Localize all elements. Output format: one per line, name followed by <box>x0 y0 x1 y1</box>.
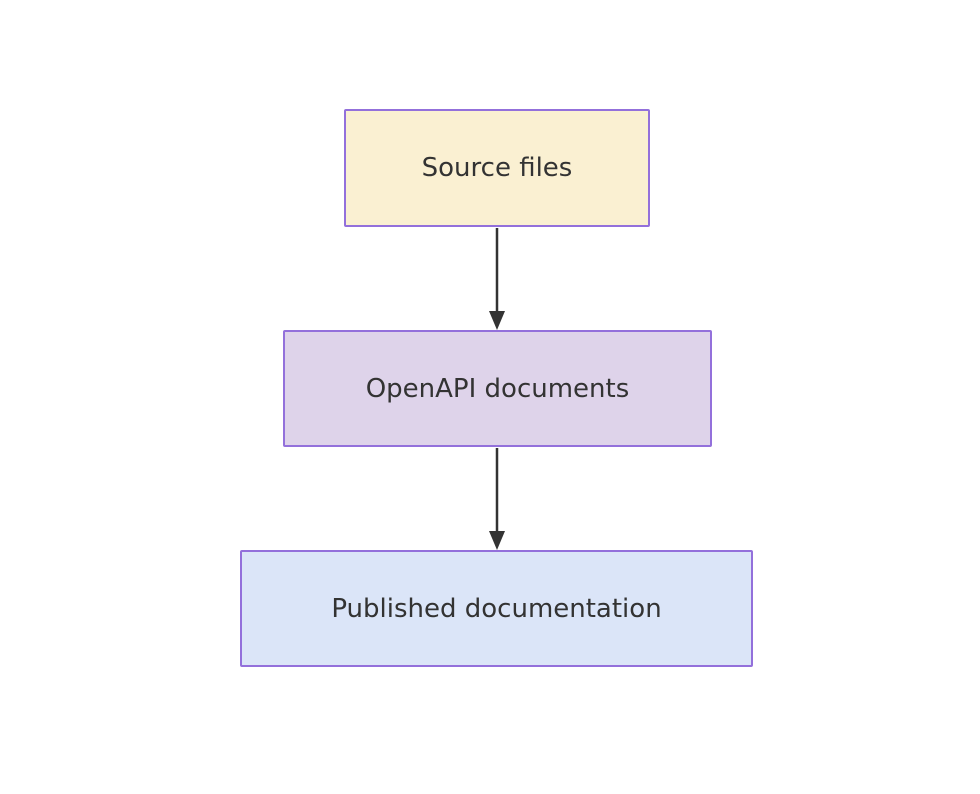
edge-openapi-to-published <box>489 448 505 550</box>
node-published-documentation: Published documentation <box>240 550 753 667</box>
node-published-documentation-label: Published documentation <box>331 593 662 624</box>
node-openapi-documents-label: OpenAPI documents <box>365 373 630 404</box>
node-openapi-documents: OpenAPI documents <box>283 330 712 447</box>
node-source-files: Source files <box>344 109 650 227</box>
node-source-files-label: Source files <box>421 153 573 183</box>
arrowhead-icon <box>489 311 505 330</box>
arrowhead-icon <box>489 531 505 550</box>
edge-source-to-openapi <box>489 228 505 330</box>
